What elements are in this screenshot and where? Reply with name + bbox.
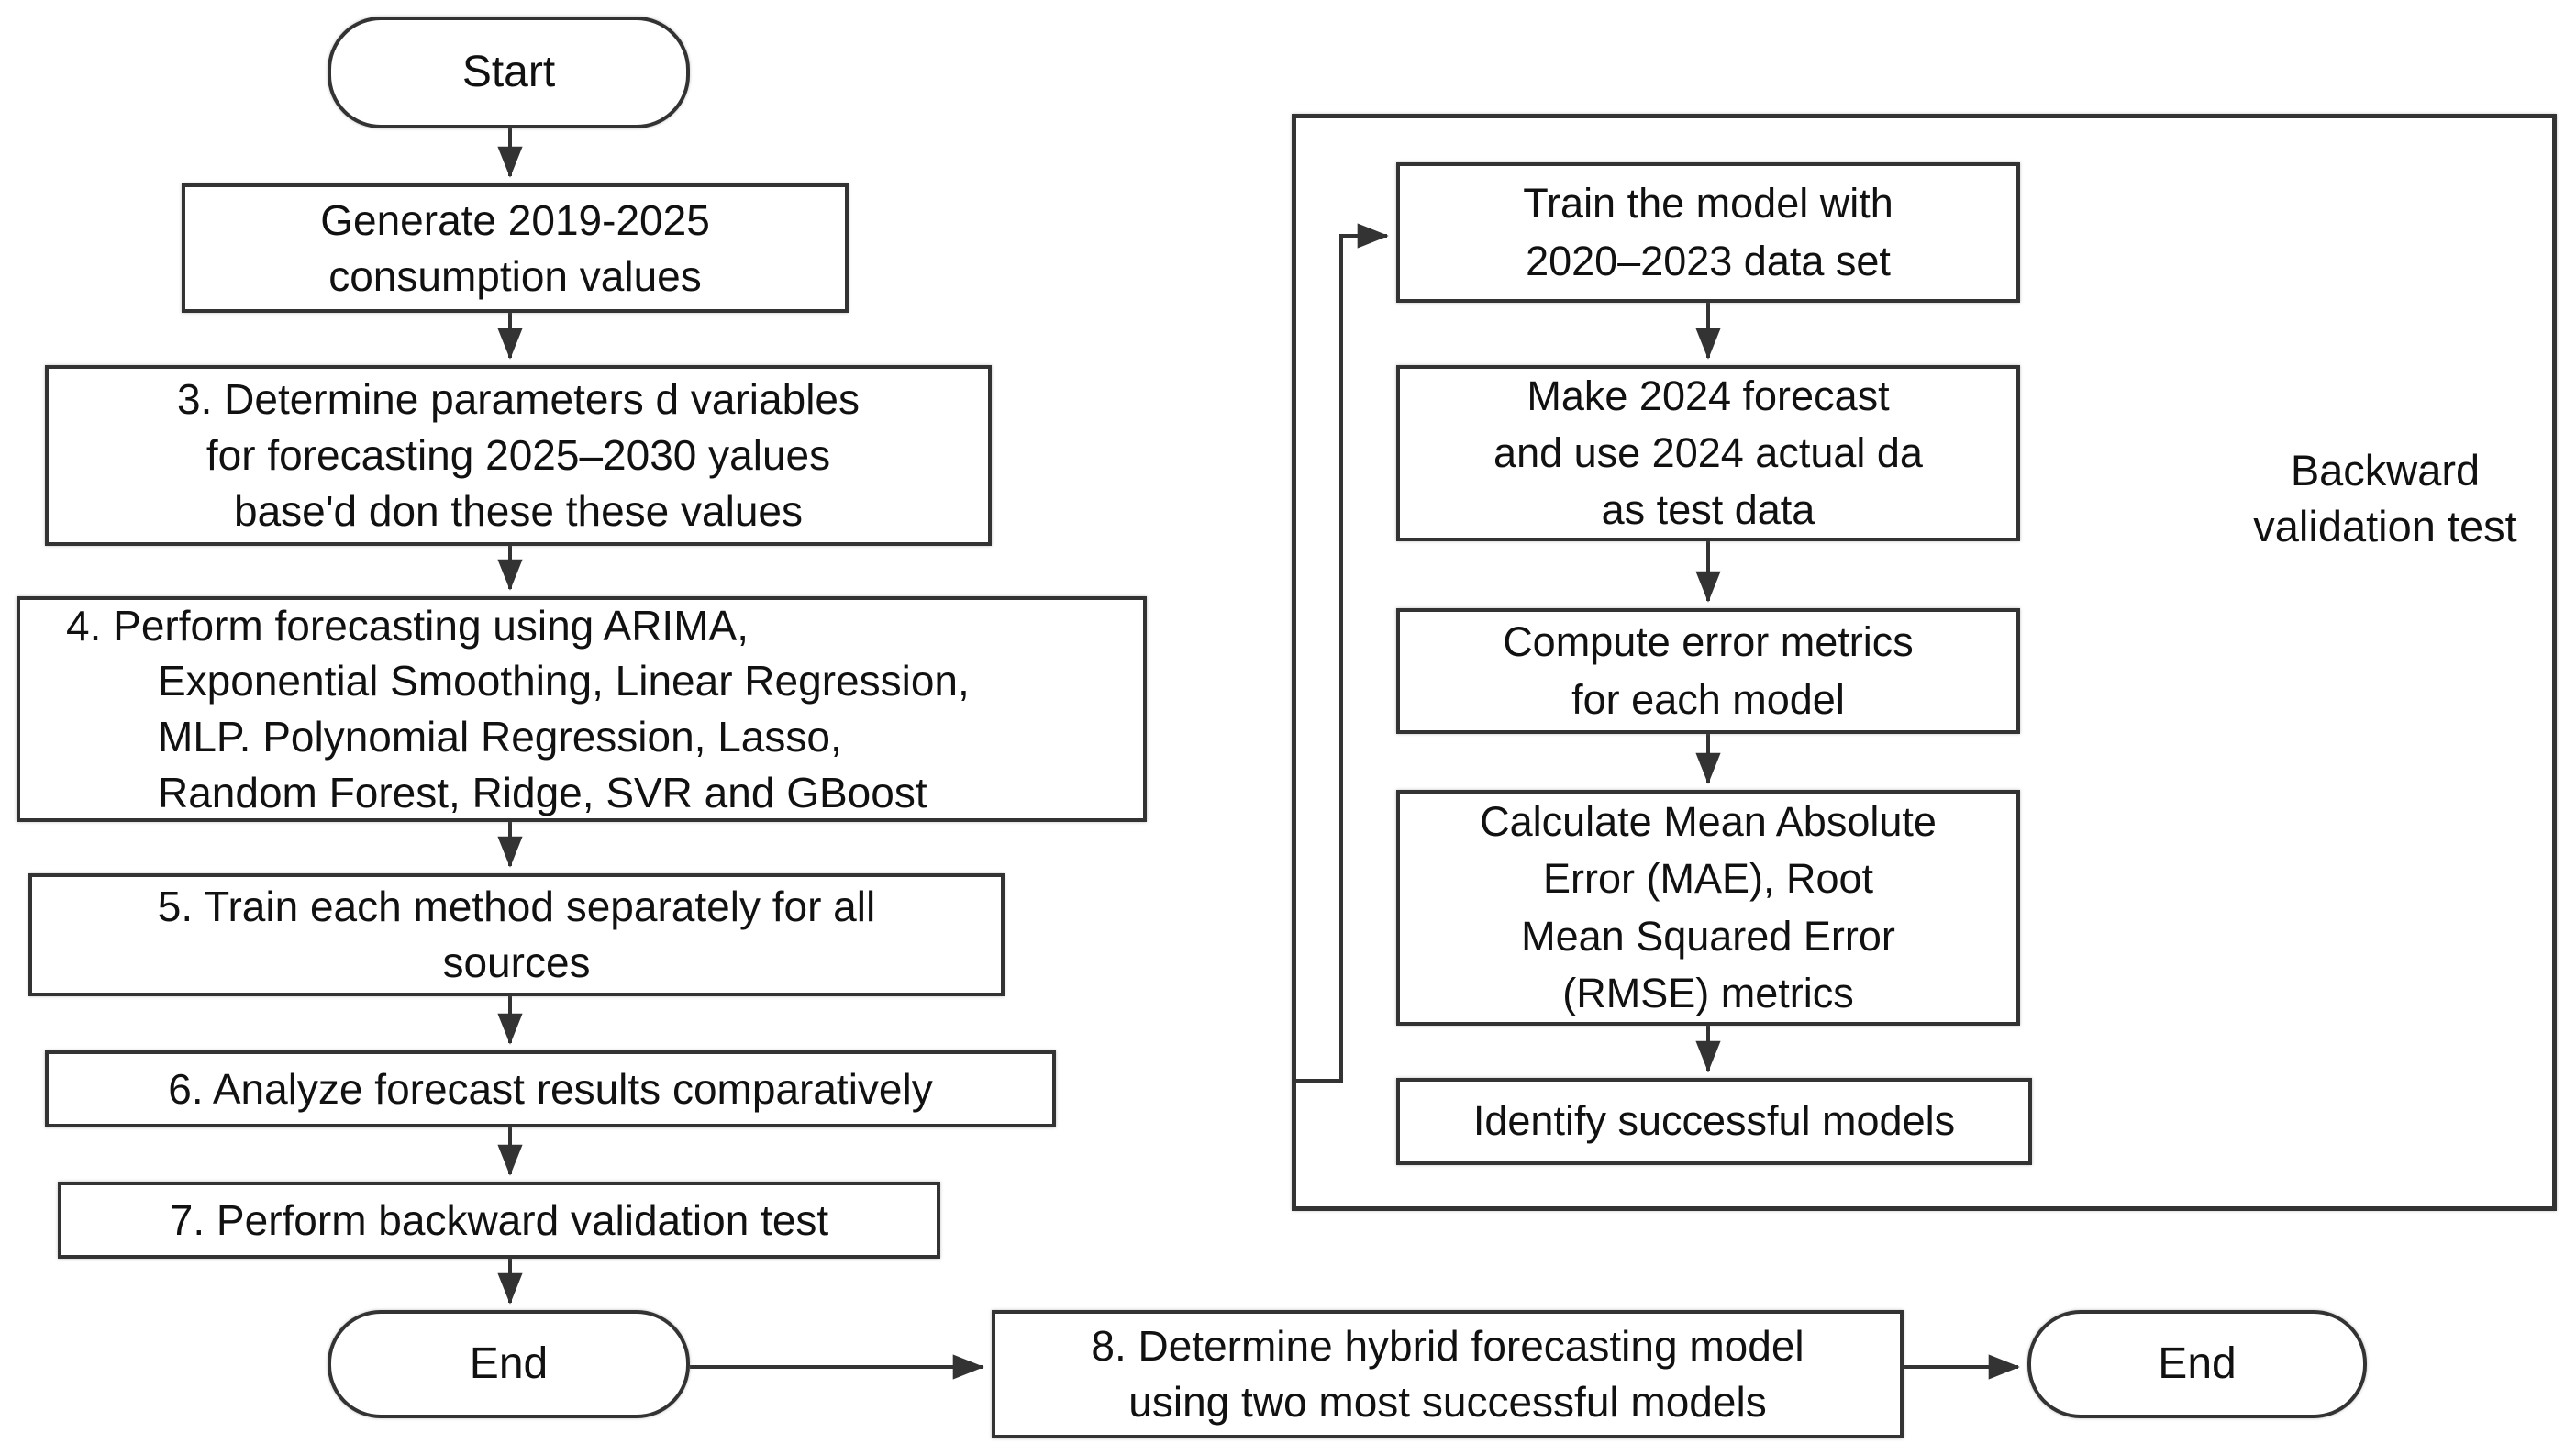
node-identify-successful-models: Identify successful models [1396,1078,2032,1165]
node-step3-determine-parameters: 3. Determine parameters d variables for … [45,365,992,546]
node-start: Start [328,17,690,128]
node-make-forecast: Make 2024 forecast and use 2024 actual d… [1396,365,2020,541]
node-generate-consumption: Generate 2019-2025 consumption values [182,183,849,313]
node-step7-backward-validation: 7. Perform backward validation test [58,1182,940,1259]
backward-validation-container [1292,114,2557,1211]
node-train-model: Train the model with 2020–2023 data set [1396,162,2020,303]
node-end-right: End [2027,1310,2367,1418]
node-step8-hybrid-model: 8. Determine hybrid forecasting model us… [992,1310,1904,1438]
node-step4-perform-forecasting: 4. Perform forecasting using ARIMA, Expo… [17,596,1147,822]
node-step6-analyze-results: 6. Analyze forecast results comparativel… [45,1050,1056,1127]
node-end-left: End [328,1310,690,1418]
node-step5-train-each-method: 5. Train each method separately for all … [28,873,1005,996]
node-compute-error-metrics: Compute error metrics for each model [1396,608,2020,734]
backward-validation-label: Backward validation test [2253,445,2517,550]
node-calculate-mae-rmse: Calculate Mean Absolute Error (MAE), Roo… [1396,790,2020,1026]
